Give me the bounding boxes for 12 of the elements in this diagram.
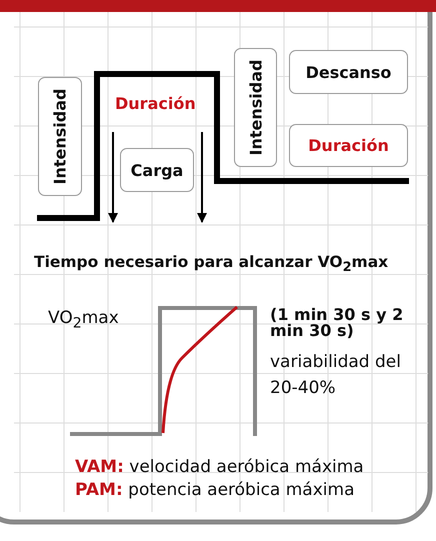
definition-text: PAM: potencia aeróbica máxima [75,480,356,500]
vertical-label-box: Intensidad [38,77,82,196]
time-range-note: (1 min 30 s y 2 min 30 s) [270,307,404,339]
label-box: Descanso [289,50,408,94]
label-box: Carga [120,148,194,192]
label-box: Duración [289,124,408,167]
variability-note: variabilidad del 20-40% [270,351,402,400]
vertical-label-box: Intensidad [234,48,277,167]
axis-label: VO$_{2}$max [48,308,120,332]
section-heading: Tiempo necesario para alcanzar VO$_{2}$max [34,253,388,276]
phase-label: Duración [115,94,197,114]
definition-text: VAM: velocidad aeróbica máxima [75,457,365,478]
